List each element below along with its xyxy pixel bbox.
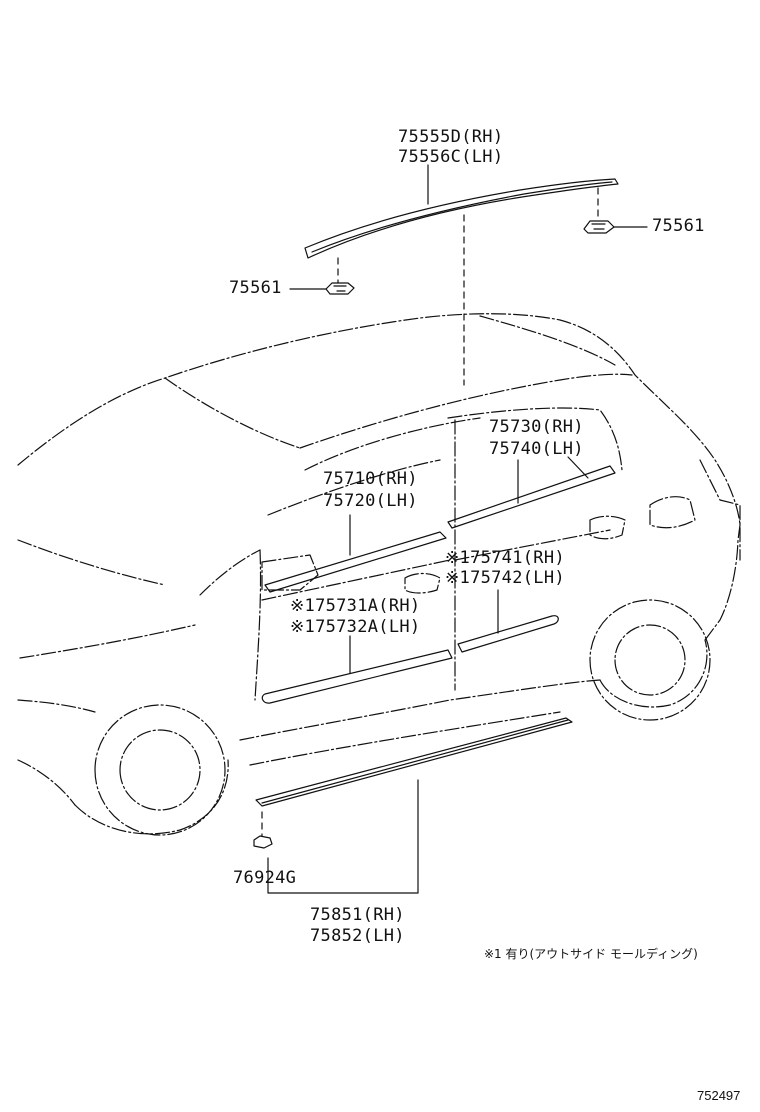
rear-door-molding-label-lh: ※175742(LH) [445,568,565,588]
rocker-panel-molding [255,717,573,807]
car-body-outline [17,313,741,836]
part-leaders [349,456,589,674]
rocker-molding-label-rh: 75851(RH) [310,905,405,925]
roof-clip-left-label: 75561 [229,278,282,298]
rocker-molding-label-lh: 75852(LH) [310,926,405,946]
rear-door-molding-label-rh: ※175741(RH) [445,548,565,568]
rear-window-belt-molding [447,465,616,529]
front-window-belt-label-rh: 75710(RH) [323,469,418,489]
leader-lines [267,164,648,894]
front-window-belt-molding [264,531,447,593]
roof-clip-right-label: 75561 [652,216,705,236]
rocker-clip [253,835,273,849]
rear-window-belt-label-lh: 75740(LH) [489,439,584,459]
front-door-side-molding [261,649,453,704]
front-window-belt-label-lh: 75720(LH) [323,491,418,511]
front-door-molding-label-lh: ※175732A(LH) [290,617,421,637]
front-door-molding-label-rh: ※175731A(RH) [290,596,421,616]
rear-window-belt-label-rh: 75730(RH) [489,417,584,437]
roof-rail-label-lh: 75556C(LH) [398,147,504,167]
diagram-id: 752497 [697,1088,741,1103]
roof-rail-label-rh: 75555D(RH) [398,127,504,147]
footnote: ※1 有り(アウトサイド モールディング) [484,947,698,961]
assembly-dashed-lines [261,187,599,837]
roof-rail-molding [304,178,619,259]
roof-clip-right [583,220,615,234]
rocker-clip-label: 76924G [233,868,297,888]
rear-door-side-molding [457,615,559,653]
roof-clip-left [325,282,355,295]
